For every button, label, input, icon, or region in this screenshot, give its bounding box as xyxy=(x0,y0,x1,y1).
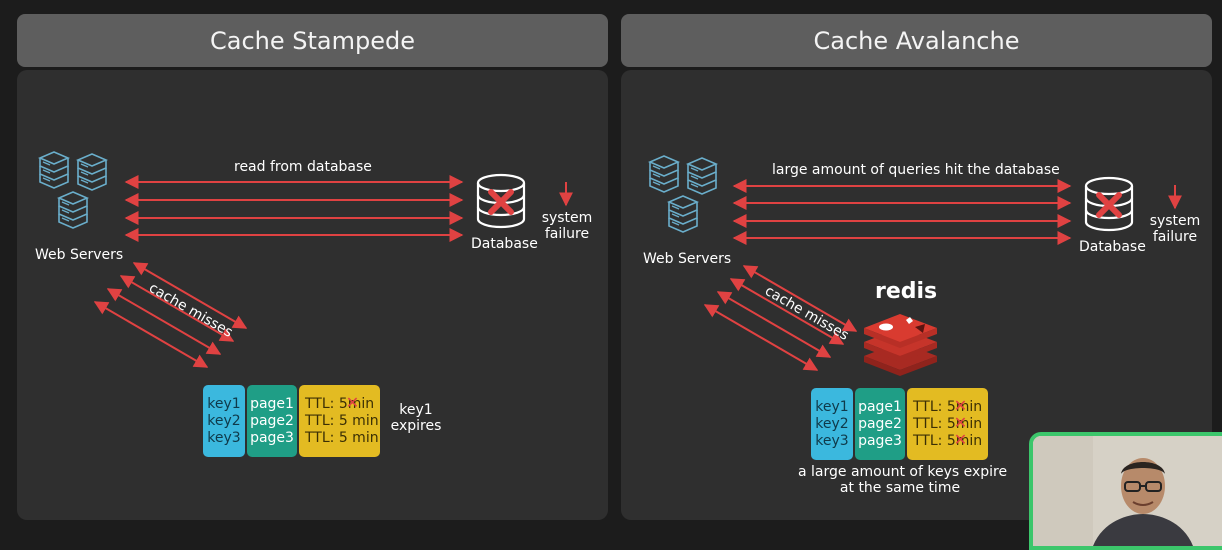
key-item: key2 xyxy=(815,415,849,432)
ttl-item: TTL: 5 min xyxy=(305,429,379,446)
large-queries-label: large amount of queries hit the database xyxy=(772,162,1060,178)
web-servers-label: Web Servers xyxy=(35,247,124,263)
query-arrows xyxy=(732,179,1072,245)
web-servers-label: Web Servers xyxy=(643,251,732,267)
expired-mark-icon: m xyxy=(954,413,970,433)
system-failure-line2: failure xyxy=(544,226,590,242)
system-failure-label: system failure xyxy=(540,210,594,242)
keys-box: key1 key2 key3 xyxy=(203,385,245,457)
key-item: key3 xyxy=(207,429,241,446)
web-servers-icon xyxy=(39,151,107,229)
key-item: key1 xyxy=(207,395,241,412)
key-expires-label: key1 expires xyxy=(390,402,442,434)
database-label: Database xyxy=(471,236,538,252)
ttl-box: TTL: 5 min TTL: 5 min TTL: 5 min xyxy=(907,388,988,460)
right-title-bar: Cache Avalanche xyxy=(621,14,1212,67)
diagram-svg xyxy=(39,151,1182,376)
page-item: page1 xyxy=(858,398,902,415)
presenter-avatar xyxy=(1033,436,1222,546)
ttl-item: TTL: 5 min xyxy=(913,396,982,416)
system-failure-label: system failure xyxy=(1148,213,1202,245)
left-title: Cache Stampede xyxy=(210,26,415,55)
system-failure-line1: system xyxy=(541,210,593,226)
left-title-bar: Cache Stampede xyxy=(17,14,608,67)
redis-logo-icon xyxy=(864,314,937,376)
read-from-database-label: read from database xyxy=(234,159,372,175)
expired-mark-icon: m xyxy=(346,393,362,413)
ttl-box: TTL: 5 min TTL: 5 min TTL: 5 min xyxy=(299,385,380,457)
keys-expire-label: a large amount of keys expire at the sam… xyxy=(798,464,1008,496)
page-item: page3 xyxy=(250,429,294,446)
expired-mark-icon: m xyxy=(954,430,970,450)
key-item: key1 xyxy=(815,398,849,415)
pages-box: page1 page2 page3 xyxy=(855,388,905,460)
key-item: key3 xyxy=(815,432,849,449)
ttl-item: TTL: 5 min xyxy=(305,393,374,413)
webcam-overlay xyxy=(1029,432,1222,550)
ttl-item: TTL: 5 min xyxy=(913,430,982,450)
page-item: page2 xyxy=(250,412,294,429)
web-servers-icon xyxy=(649,155,717,233)
page-item: page1 xyxy=(250,395,294,412)
database-icon xyxy=(1086,178,1132,230)
database-label: Database xyxy=(1079,239,1146,255)
pages-box: page1 page2 page3 xyxy=(247,385,297,457)
page-item: page3 xyxy=(858,432,902,449)
ttl-item: TTL: 5 min xyxy=(305,412,379,429)
system-failure-line2: failure xyxy=(1152,229,1198,245)
keys-box: key1 key2 key3 xyxy=(811,388,853,460)
expired-mark-icon: m xyxy=(954,396,970,416)
ttl-item: TTL: 5 min xyxy=(913,413,982,433)
database-icon xyxy=(478,175,524,227)
cache-miss-arrows xyxy=(703,265,858,371)
key-item: key2 xyxy=(207,412,241,429)
system-failure-line1: system xyxy=(1149,213,1201,229)
right-title: Cache Avalanche xyxy=(813,26,1020,55)
redis-label: redis xyxy=(875,279,938,304)
cache-miss-arrows xyxy=(93,262,248,368)
read-arrows xyxy=(124,175,464,242)
page-item: page2 xyxy=(858,415,902,432)
